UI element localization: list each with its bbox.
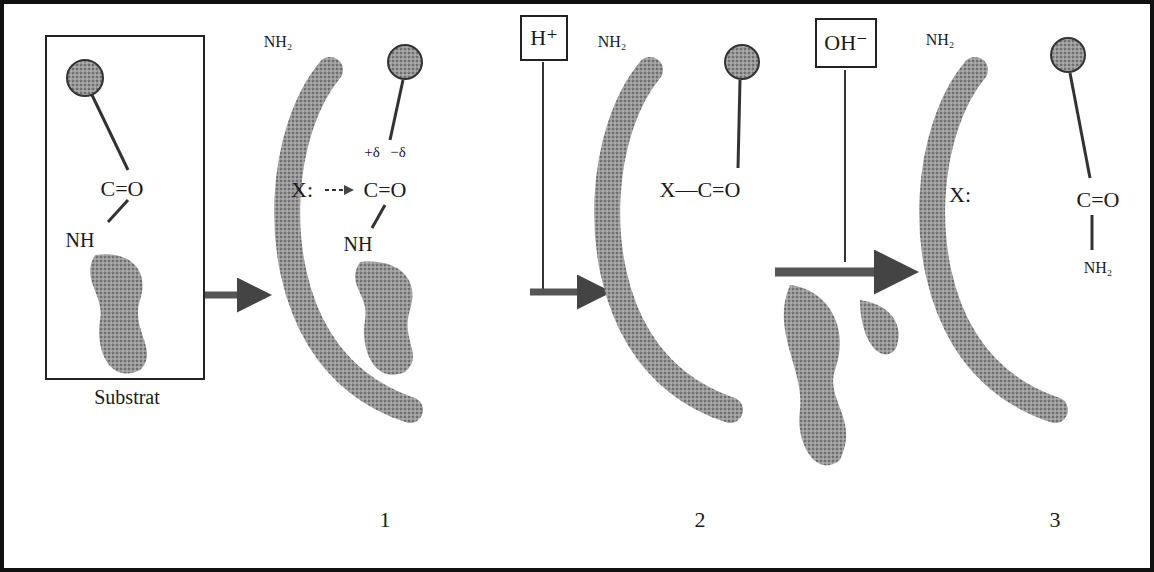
amine-group-blob [90, 254, 147, 373]
bond [372, 205, 385, 228]
carbonyl-label: C=O [1077, 188, 1120, 212]
bond [92, 95, 128, 170]
enzyme-body [932, 70, 1055, 410]
partial-charge: +δ [364, 144, 380, 161]
reagent-box: H⁺ [520, 15, 568, 61]
stage-caption: Substrat [94, 386, 160, 408]
bond [390, 80, 403, 140]
reaction-arrow [530, 289, 605, 296]
released-group-blob [784, 285, 847, 465]
released-group-blob [860, 300, 899, 354]
reaction-arrow [775, 268, 910, 277]
leader-line [844, 70, 846, 262]
carbonyl-label: C=O [364, 178, 407, 202]
partial-charge: −δ [390, 144, 406, 161]
side-group-ball [388, 45, 422, 79]
leader-line [542, 62, 544, 290]
enzyme-body [607, 70, 730, 410]
side-group-ball [1051, 38, 1085, 72]
enzyme-group: NH₂ [926, 31, 955, 49]
amine-label: NH [344, 233, 373, 255]
attack-arrow [325, 189, 352, 191]
acyl-enzyme-label: X—C=O [660, 178, 741, 202]
side-group-ball [67, 60, 103, 96]
active-site: X: [949, 183, 971, 207]
side-group-ball [725, 45, 759, 79]
step-number: 3 [1050, 508, 1061, 532]
bond [1070, 73, 1090, 178]
step-number: 2 [695, 508, 706, 532]
node-label: H⁺ [530, 26, 558, 50]
enzyme-group: NH₂ [264, 33, 293, 51]
reagent-box: OH⁻ [815, 18, 877, 68]
bond [738, 80, 740, 168]
node-label: C=O [101, 177, 144, 201]
node-label: OH⁻ [824, 31, 867, 55]
bond [1091, 215, 1094, 250]
active-site: X: [291, 178, 313, 202]
bond [108, 200, 128, 222]
substrate-box: C=ONHSubstrat [45, 35, 205, 380]
amine-group-blob [355, 262, 413, 375]
step-number: 1 [380, 508, 391, 532]
enzyme-group: NH₂ [598, 33, 627, 51]
node-label: NH [66, 229, 95, 251]
reaction-arrow [205, 292, 265, 299]
amine-label: NH₂ [1084, 259, 1113, 277]
